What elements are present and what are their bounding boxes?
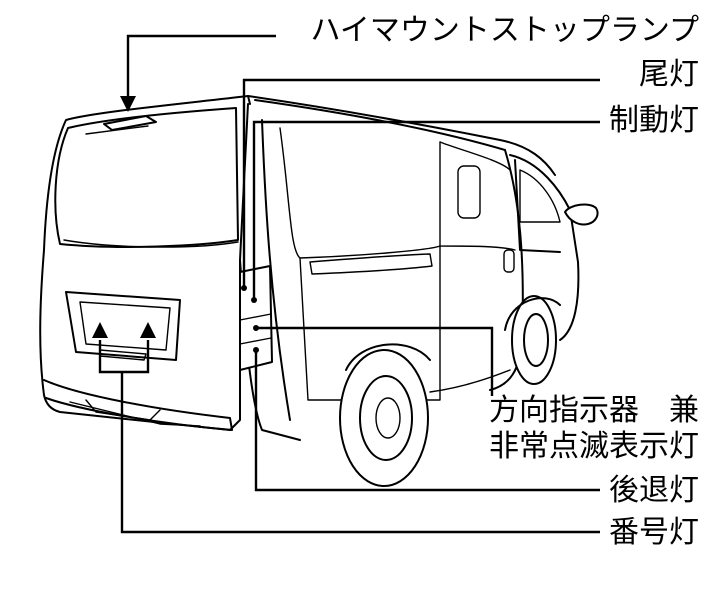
front-wheel bbox=[511, 295, 557, 385]
leader-license-lamp bbox=[98, 340, 150, 374]
van-rear-outline bbox=[39, 95, 251, 431]
rear-bumper bbox=[43, 379, 233, 431]
leader-turn-signal bbox=[256, 326, 494, 396]
license-lamp-arrow-right bbox=[140, 322, 156, 338]
high-mount-stop-lamp-shape bbox=[103, 115, 157, 131]
license-plate-recess bbox=[65, 291, 181, 361]
leader-brake-lamp bbox=[252, 120, 600, 300]
side-mirror bbox=[564, 203, 599, 226]
rear-wheel bbox=[339, 349, 429, 487]
van-illustration bbox=[39, 95, 599, 487]
label-turn-signal-line2: 非常点滅表示灯 bbox=[489, 429, 699, 464]
side-window bbox=[457, 165, 481, 219]
label-brake-lamp: 制動灯 bbox=[609, 103, 699, 138]
leader-lines bbox=[98, 34, 600, 534]
rear-lamp-cluster bbox=[239, 265, 273, 371]
leader-tail-lamp bbox=[242, 78, 600, 288]
front-cab bbox=[509, 154, 580, 341]
label-turn-signal-line1: 方向指示器 兼 bbox=[489, 393, 699, 428]
label-tail-lamp: 尾灯 bbox=[639, 57, 699, 92]
leader-reverse-lamp bbox=[254, 350, 600, 492]
license-lamp-arrow-left bbox=[92, 322, 108, 338]
label-reverse-lamp: 後退灯 bbox=[609, 473, 699, 508]
label-license-lamp: 番号灯 bbox=[609, 515, 699, 550]
leader-high-mount bbox=[126, 34, 276, 100]
label-high-mount-stop-lamp: ハイマウントストップランプ bbox=[310, 13, 700, 48]
